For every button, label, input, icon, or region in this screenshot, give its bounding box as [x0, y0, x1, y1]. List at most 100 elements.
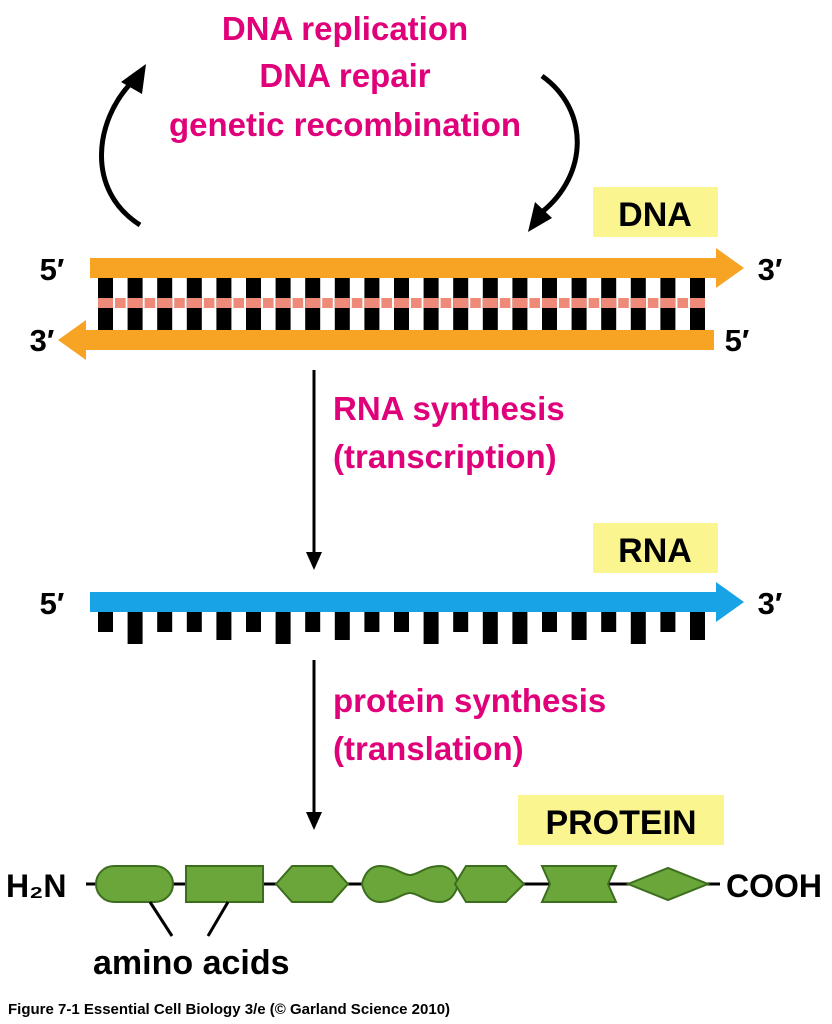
- dna-hydrogen-bond: [529, 298, 540, 308]
- rna-strand: [90, 582, 744, 622]
- rna-base: [482, 612, 498, 644]
- dna-base-pair: [394, 278, 409, 330]
- amino-acid-bowtie-rect: [540, 865, 618, 903]
- amino-acid-diamond: [625, 866, 711, 902]
- dna-hydrogen-bond: [677, 298, 688, 308]
- translation-arrow: [306, 660, 322, 830]
- dna-base-pair: [216, 278, 232, 330]
- dna-hydrogen-bond: [381, 298, 392, 308]
- transcription-arrow: [306, 370, 322, 570]
- amino-acid-pointers: [148, 901, 230, 937]
- dna-hydrogen-bond: [292, 298, 304, 308]
- dna-hydrogen-bond: [499, 298, 511, 308]
- dna-bottom-5prime: 5′: [725, 323, 750, 358]
- amino-acid-rectangle: [185, 865, 264, 903]
- process-recombination-text: genetic recombination: [169, 106, 521, 143]
- dna-hydrogen-bond: [411, 298, 422, 308]
- dna-base-pair: [542, 278, 557, 330]
- translation-subtitle: (translation): [333, 730, 524, 767]
- rna-base: [660, 612, 676, 632]
- dna-base-pair: [630, 278, 646, 330]
- protein-n-terminus: H₂N: [6, 868, 66, 904]
- transcription-title: RNA synthesis: [333, 390, 565, 427]
- dna-base-pair: [275, 278, 291, 330]
- rna-base: [453, 612, 469, 632]
- amino-acids-label: amino acids: [93, 944, 290, 982]
- dna-base-pair: [601, 278, 617, 330]
- protein-label-box: PROTEIN: [518, 795, 724, 845]
- dna-top-5prime: 5′: [40, 252, 65, 287]
- curved-arrow-right: [528, 73, 580, 232]
- dna-hydrogen-bond: [144, 298, 156, 308]
- dna-top-3prime: 3′: [758, 252, 783, 287]
- dna-hydrogen-bond: [351, 298, 363, 308]
- dna-base-pair: [98, 278, 113, 330]
- protein-label: PROTEIN: [545, 804, 696, 842]
- dna-bottom-strand: [58, 320, 714, 360]
- rna-base: [334, 612, 350, 640]
- dna-hydrogen-bond: [174, 298, 185, 308]
- process-replication-text: DNA replication: [222, 10, 468, 47]
- dna-base-pair: [186, 278, 202, 330]
- rna-base: [246, 612, 261, 632]
- dna-base-pair: [423, 278, 439, 330]
- dna-base-pair: [690, 278, 705, 330]
- rna-base: [275, 612, 291, 644]
- rna-base: [98, 612, 113, 632]
- rna-base: [186, 612, 202, 632]
- rna-base: [305, 612, 321, 632]
- amino-acid-pill: [95, 865, 174, 903]
- rna-base: [127, 612, 143, 644]
- amino-acid-arrow-hexagon: [453, 865, 526, 903]
- figure-caption: Figure 7-1 Essential Cell Biology 3/e (©…: [8, 1001, 450, 1018]
- rna-base: [601, 612, 617, 632]
- dna-base-pair: [127, 278, 143, 330]
- transcription-subtitle: (transcription): [333, 438, 557, 475]
- dna-hydrogen-bond: [440, 298, 452, 308]
- dna-base-pair: [157, 278, 173, 330]
- rna-bases: [98, 612, 705, 644]
- dna-base-pair: [246, 278, 261, 330]
- dna-hydrogen-bond: [233, 298, 244, 308]
- rna-base: [690, 612, 705, 640]
- dna-bottom-3prime: 3′: [30, 323, 55, 358]
- dna-label-box: DNA: [593, 187, 718, 237]
- amino-acid-dumbbell: [360, 864, 460, 904]
- protein-c-terminus: COOH: [726, 868, 822, 904]
- dna-hydrogen-bond: [647, 298, 659, 308]
- rna-base: [512, 612, 528, 644]
- rna-label: RNA: [618, 532, 692, 570]
- dna-base-pair: [571, 278, 587, 330]
- rna-base: [394, 612, 409, 632]
- dna-hydrogen-bond: [470, 298, 481, 308]
- amino-acid-hexagon: [274, 865, 350, 903]
- rna-base: [630, 612, 646, 644]
- dna-hydrogen-bond: [115, 298, 126, 308]
- dna-hydrogen-bond: [618, 298, 629, 308]
- rna-base: [157, 612, 173, 632]
- dna-base-pair: [660, 278, 676, 330]
- dna-hydrogen-bond: [588, 298, 600, 308]
- rna-base: [216, 612, 232, 640]
- rna-base: [542, 612, 557, 632]
- translation-title: protein synthesis: [333, 682, 606, 719]
- dna-hydrogen-bond: [203, 298, 215, 308]
- dna-top-strand: [90, 248, 744, 288]
- curved-arrow-left: [99, 64, 146, 228]
- amino-acid-chain: [95, 864, 711, 904]
- dna-label: DNA: [618, 196, 692, 234]
- rna-3prime: 3′: [758, 586, 783, 621]
- rna-base: [364, 612, 380, 632]
- process-repair-text: DNA repair: [259, 57, 430, 94]
- dna-base-pairs: [98, 278, 705, 330]
- dna-base-pair: [512, 278, 528, 330]
- dna-hydrogen-bond: [263, 298, 274, 308]
- dna-base-pair: [482, 278, 498, 330]
- dna-base-pair: [364, 278, 380, 330]
- rna-base: [423, 612, 439, 644]
- rna-label-box: RNA: [593, 523, 718, 573]
- rna-5prime: 5′: [40, 586, 65, 621]
- dna-hydrogen-bond: [559, 298, 570, 308]
- dna-base-pair: [453, 278, 469, 330]
